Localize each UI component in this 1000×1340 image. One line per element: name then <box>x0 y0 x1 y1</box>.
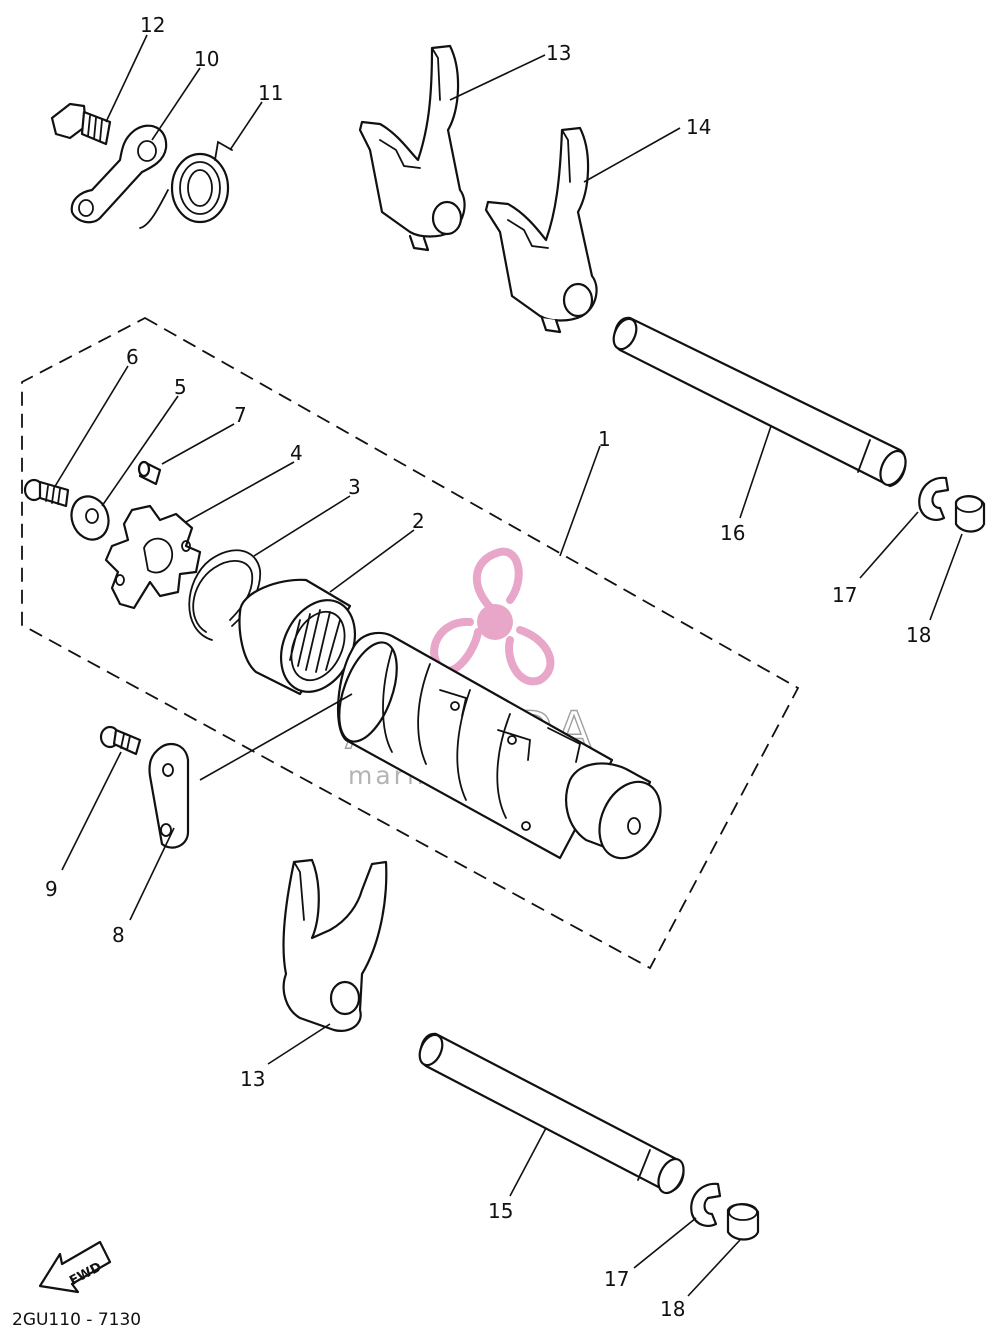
shift-fork-13-top <box>358 44 466 252</box>
washer-5 <box>70 495 110 541</box>
cap-18-upper <box>954 495 986 533</box>
callout-18-lower: 18 <box>660 1297 685 1321</box>
callout-6: 6 <box>126 345 139 369</box>
circlip-17-lower <box>690 1182 722 1227</box>
bolt-6 <box>23 478 70 508</box>
dowel-pin-7 <box>137 460 162 486</box>
callout-2: 2 <box>412 509 425 533</box>
callout-14: 14 <box>686 115 711 139</box>
bearing-2 <box>238 578 356 696</box>
propeller-hub <box>477 604 513 640</box>
callout-4: 4 <box>290 441 303 465</box>
leader-lines <box>53 34 963 1297</box>
callout-15: 15 <box>488 1199 513 1223</box>
callout-7: 7 <box>234 403 247 427</box>
callout-13-bottom: 13 <box>240 1067 265 1091</box>
callout-17-upper: 17 <box>832 583 857 607</box>
bolt-12 <box>50 102 112 146</box>
callout-11: 11 <box>258 81 283 105</box>
shift-drum-1 <box>336 631 662 860</box>
callout-8: 8 <box>112 923 125 947</box>
guide-bar-16 <box>612 316 907 488</box>
callout-12: 12 <box>140 13 165 37</box>
stopper-lever-10 <box>70 124 168 224</box>
cap-18-lower <box>726 1203 760 1241</box>
callout-1: 1 <box>598 427 611 451</box>
segment-4 <box>104 504 202 610</box>
callout-18-upper: 18 <box>906 623 931 647</box>
guide-bar-15 <box>418 1032 685 1195</box>
assembly-dashed-outline <box>21 316 800 970</box>
callout-5: 5 <box>174 375 187 399</box>
callout-9: 9 <box>45 877 58 901</box>
callout-numbers: 1 2 3 4 5 6 7 8 9 10 11 12 13 13 14 15 1… <box>45 13 931 1321</box>
callout-10: 10 <box>194 47 219 71</box>
callout-3: 3 <box>348 475 361 499</box>
plate-8 <box>148 742 190 849</box>
circlip-17-upper <box>918 476 950 521</box>
callout-13-top: 13 <box>546 41 571 65</box>
callout-16: 16 <box>720 521 745 545</box>
shift-fork-13-bottom <box>282 858 388 1032</box>
callout-17-lower: 17 <box>604 1267 629 1291</box>
fwd-arrow-icon: FWD <box>38 1240 112 1294</box>
shift-fork-14 <box>484 126 598 334</box>
diagram-code: 2GU110 - 7130 <box>12 1310 141 1330</box>
screw-9 <box>99 725 142 756</box>
spring-11 <box>139 140 233 229</box>
